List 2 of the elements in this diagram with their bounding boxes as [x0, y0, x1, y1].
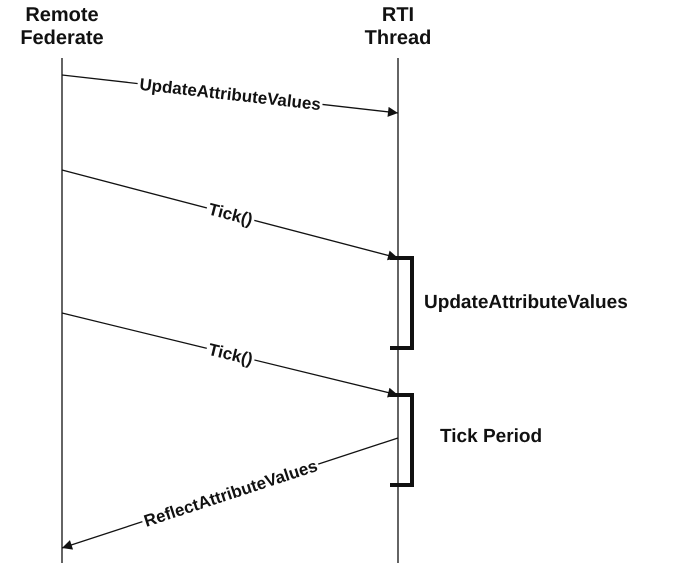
bracket-label: UpdateAttributeValues — [424, 292, 628, 314]
bracket-label: Tick Period — [440, 426, 542, 448]
